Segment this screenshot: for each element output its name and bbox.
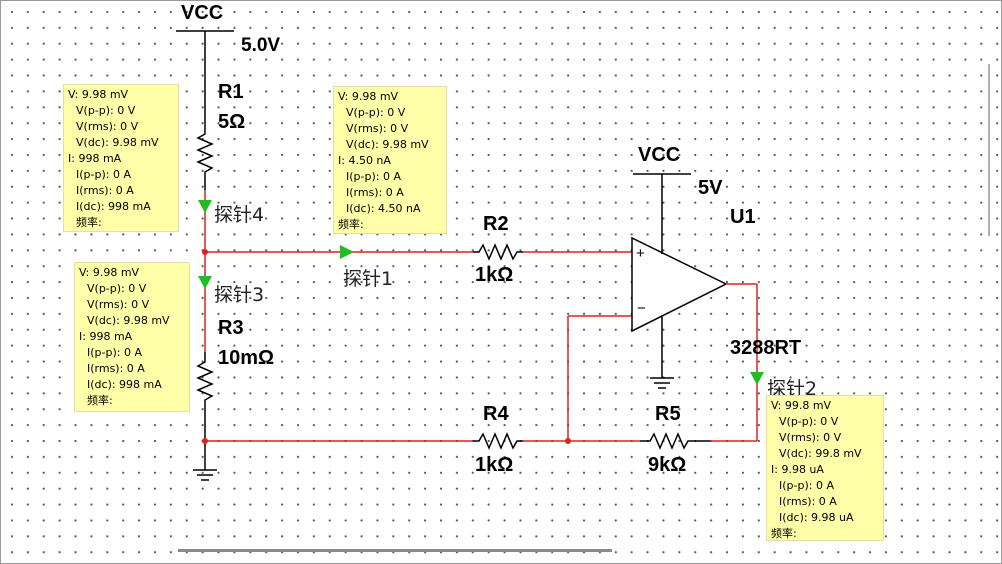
- readout-ipp: I(p-p): 0 A: [779, 479, 834, 492]
- vcc-amp-label: VCC: [638, 144, 681, 166]
- readout-frequency: 频率:: [338, 218, 364, 231]
- probe-2-label[interactable]: 探针2: [767, 378, 818, 400]
- junction-dot-feedback: [565, 438, 571, 444]
- probe-4-label[interactable]: 探针4: [214, 204, 265, 226]
- readout-vdc: V(dc): 9.98 mV: [87, 314, 170, 327]
- junction-dot-bottom-left: [202, 438, 208, 444]
- junction-dot-top: [202, 249, 208, 255]
- readout-vrms: V(rms): 0 V: [779, 431, 842, 444]
- probe-4-readout[interactable]: V: 9.98 mV V(p-p): 0 V V(rms): 0 V V(dc)…: [63, 84, 179, 232]
- probe-4-icon[interactable]: [198, 200, 212, 213]
- r4-name: R4: [483, 403, 509, 425]
- readout-current: I: 998 mA: [68, 152, 122, 165]
- resistor-r1[interactable]: [196, 122, 214, 190]
- u1-name: U1: [730, 206, 756, 228]
- ground-left-icon: [193, 469, 217, 481]
- readout-vrms: V(rms): 0 V: [76, 120, 139, 133]
- readout-vdc: V(dc): 99.8 mV: [779, 447, 862, 460]
- opamp-u1[interactable]: [631, 236, 728, 333]
- readout-vpp: V(p-p): 0 V: [346, 106, 406, 119]
- vcc-amp-value: 5V: [698, 177, 723, 199]
- readout-irms: I(rms): 0 A: [779, 495, 837, 508]
- probe-2-readout[interactable]: V: 99.8 mV V(p-p): 0 V V(rms): 0 V V(dc)…: [766, 395, 884, 541]
- readout-vdc: V(dc): 9.98 mV: [346, 138, 429, 151]
- r5-name: R5: [655, 403, 681, 425]
- readout-vpp: V(p-p): 0 V: [76, 104, 136, 117]
- resistor-r5[interactable]: [640, 432, 710, 450]
- probe-3-label[interactable]: 探针3: [214, 284, 265, 306]
- r3-value: 10mΩ: [218, 347, 275, 369]
- r4-value: 1kΩ: [475, 454, 514, 476]
- readout-idc: I(dc): 998 mA: [76, 200, 151, 213]
- resistor-r4[interactable]: [473, 432, 523, 450]
- r5-value: 9kΩ: [648, 454, 687, 476]
- readout-irms: I(rms): 0 A: [346, 186, 404, 199]
- readout-current: I: 998 mA: [79, 330, 133, 343]
- r2-value: 1kΩ: [475, 264, 514, 286]
- resistor-r3[interactable]: [196, 352, 214, 410]
- readout-frequency: 频率:: [771, 527, 797, 540]
- readout-irms: I(rms): 0 A: [76, 184, 134, 197]
- readout-vrms: V(rms): 0 V: [87, 298, 150, 311]
- probe-1-readout[interactable]: V: 9.98 mV V(p-p): 0 V V(rms): 0 V V(dc)…: [333, 86, 447, 234]
- readout-current: I: 9.98 uA: [771, 463, 824, 476]
- horizontal-scrollbar[interactable]: [178, 549, 612, 552]
- readout-voltage: V: 9.98 mV: [338, 90, 399, 103]
- probe-1-icon[interactable]: [340, 245, 354, 259]
- readout-vrms: V(rms): 0 V: [346, 122, 409, 135]
- readout-frequency: 频率:: [76, 216, 102, 229]
- readout-voltage: V: 9.98 mV: [79, 266, 140, 279]
- readout-voltage: V: 99.8 mV: [771, 399, 832, 412]
- r3-name: R3: [218, 317, 244, 339]
- r2-name: R2: [483, 213, 509, 235]
- readout-frequency: 频率:: [87, 394, 113, 407]
- ground-amp-icon: [650, 377, 674, 389]
- opamp-minus-sign: −: [637, 300, 646, 317]
- readout-ipp: I(p-p): 0 A: [87, 346, 142, 359]
- opamp-plus-sign: +: [636, 245, 645, 262]
- r1-name: R1: [218, 81, 244, 103]
- readout-idc: I(dc): 998 mA: [87, 378, 162, 391]
- readout-vdc: V(dc): 9.98 mV: [76, 136, 159, 149]
- vertical-scrollbar[interactable]: [988, 64, 990, 236]
- vcc-top-value: 5.0V: [241, 35, 281, 56]
- readout-irms: I(rms): 0 A: [87, 362, 145, 375]
- readout-ipp: I(p-p): 0 A: [346, 170, 401, 183]
- readout-current: I: 4.50 nA: [338, 154, 391, 167]
- probe-3-readout[interactable]: V: 9.98 mV V(p-p): 0 V V(rms): 0 V V(dc)…: [74, 262, 190, 412]
- readout-voltage: V: 9.98 mV: [68, 88, 129, 101]
- u1-model: 3288RT: [730, 337, 802, 359]
- readout-idc: I(dc): 9.98 uA: [779, 511, 854, 524]
- probe-3-icon[interactable]: [198, 276, 212, 289]
- vcc-top-label: VCC: [181, 2, 224, 24]
- readout-idc: I(dc): 4.50 nA: [346, 202, 421, 215]
- readout-vpp: V(p-p): 0 V: [779, 415, 839, 428]
- r1-value: 5Ω: [218, 111, 246, 133]
- readout-ipp: I(p-p): 0 A: [76, 168, 131, 181]
- resistor-r2[interactable]: [473, 243, 523, 261]
- probe-1-label[interactable]: 探针1: [343, 268, 394, 290]
- readout-vpp: V(p-p): 0 V: [87, 282, 147, 295]
- probe-2-icon[interactable]: [750, 372, 764, 385]
